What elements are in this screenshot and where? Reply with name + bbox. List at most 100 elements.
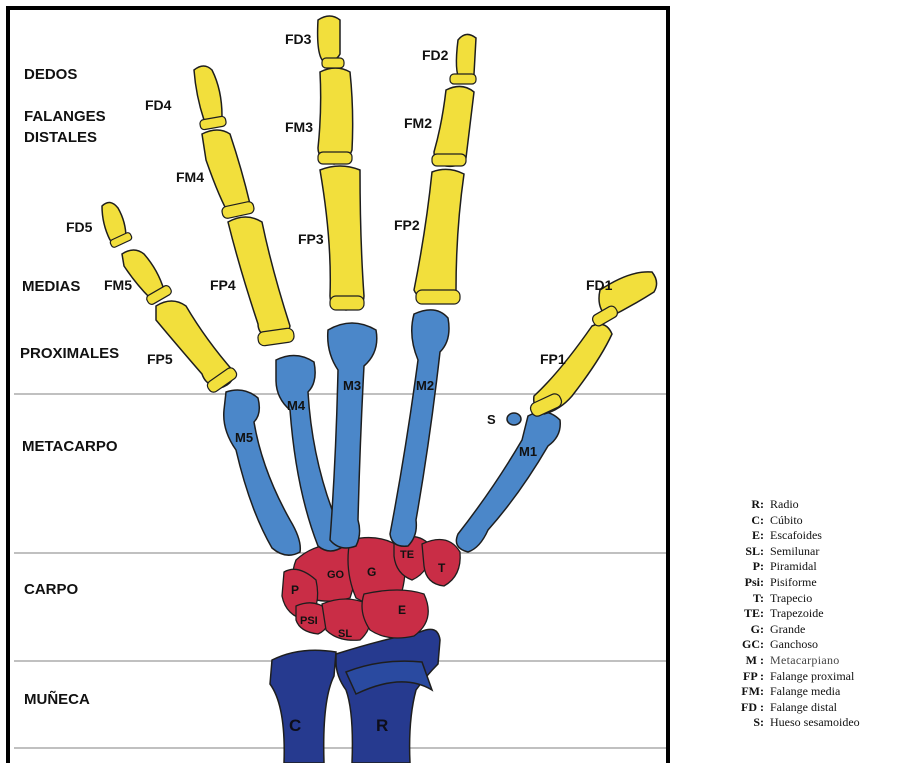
phalanx-middle-3 bbox=[318, 68, 353, 164]
joint-cap bbox=[322, 58, 344, 68]
legend-key: C: bbox=[708, 513, 770, 529]
label-fm5: FM5 bbox=[104, 277, 132, 293]
legend-row: E:Escafoides bbox=[708, 528, 898, 544]
label-e: E bbox=[398, 603, 406, 617]
legend-key: TE: bbox=[708, 606, 770, 622]
legend-value: Escafoides bbox=[770, 528, 822, 544]
label-fd5: FD5 bbox=[66, 219, 93, 235]
phalanx-proximal-2 bbox=[414, 169, 464, 302]
legend-value: Falange proximal bbox=[770, 669, 854, 685]
legend-row: T:Trapecio bbox=[708, 591, 898, 607]
label-te: TE bbox=[400, 549, 414, 561]
metacarpal-bones bbox=[224, 310, 561, 555]
legend-row: Psi:Pisiforme bbox=[708, 575, 898, 591]
legend-key: GC: bbox=[708, 637, 770, 653]
legend-row: C:Cúbito bbox=[708, 513, 898, 529]
label-fp4: FP4 bbox=[210, 277, 236, 293]
legend-row: FP :Falange proximal bbox=[708, 669, 898, 685]
label-fp1: FP1 bbox=[540, 351, 566, 367]
label-fd2: FD2 bbox=[422, 47, 449, 63]
legend-key: M : bbox=[708, 653, 770, 669]
label-m5: M5 bbox=[235, 430, 253, 445]
label-p: P bbox=[291, 583, 299, 597]
legend-key: G: bbox=[708, 622, 770, 638]
metacarpal-5 bbox=[224, 390, 301, 555]
metacarpal-3 bbox=[328, 323, 377, 548]
label-m1: M1 bbox=[519, 444, 537, 459]
joint-cap bbox=[450, 74, 476, 84]
joint-cap bbox=[416, 290, 460, 304]
row-label-falanges: FALANGES bbox=[24, 107, 106, 127]
legend-value: Cúbito bbox=[770, 513, 803, 529]
label-psi: PSI bbox=[300, 615, 318, 627]
row-label-medias: MEDIAS bbox=[22, 277, 80, 297]
legend-value: Pisiforme bbox=[770, 575, 817, 591]
legend-row: R:Radio bbox=[708, 497, 898, 513]
legend-key: T: bbox=[708, 591, 770, 607]
legend-row: G:Grande bbox=[708, 622, 898, 638]
metacarpal-1 bbox=[456, 412, 560, 552]
legend-row: FD :Falange distal bbox=[708, 700, 898, 716]
legend-row: M :Metacarpiano bbox=[708, 653, 898, 669]
label-fd1: FD1 bbox=[586, 277, 613, 293]
phalanx-bones bbox=[102, 16, 657, 414]
label-s: S bbox=[487, 412, 496, 427]
phalanx-proximal-3 bbox=[320, 166, 364, 310]
legend-value: Falange media bbox=[770, 684, 840, 700]
label-t: T bbox=[438, 561, 446, 575]
label-m2: M2 bbox=[416, 378, 434, 393]
legend-key: FD : bbox=[708, 700, 770, 716]
row-label-proximales: PROXIMALES bbox=[20, 344, 119, 364]
legend-value: Metacarpiano bbox=[770, 653, 840, 669]
label-fp5: FP5 bbox=[147, 351, 173, 367]
legend-row: TE:Trapezoide bbox=[708, 606, 898, 622]
legend-row: SL:Semilunar bbox=[708, 544, 898, 560]
legend-key: SL: bbox=[708, 544, 770, 560]
legend-value: Semilunar bbox=[770, 544, 819, 560]
legend-value: Grande bbox=[770, 622, 805, 638]
legend-value: Ganchoso bbox=[770, 637, 818, 653]
label-fp2: FP2 bbox=[394, 217, 420, 233]
row-label-metacarpo: METACARPO bbox=[22, 437, 118, 457]
legend-key: S: bbox=[708, 715, 770, 731]
row-label-distales: DISTALES bbox=[24, 128, 97, 148]
row-label-dedos: DEDOS bbox=[24, 65, 77, 85]
wrist-bones bbox=[270, 629, 440, 763]
label-fm4: FM4 bbox=[176, 169, 204, 185]
phalanx-proximal-4 bbox=[228, 217, 290, 340]
phalanx-distal-4 bbox=[194, 66, 222, 121]
carpal-scaphoid bbox=[362, 590, 428, 638]
legend-value: Falange distal bbox=[770, 700, 837, 716]
label-m3: M3 bbox=[343, 378, 361, 393]
label-go: GO bbox=[327, 569, 345, 581]
phalanx-distal-2 bbox=[456, 34, 476, 80]
label-r: R bbox=[376, 716, 388, 735]
label-fd3: FD3 bbox=[285, 31, 312, 47]
legend-key: Psi: bbox=[708, 575, 770, 591]
legend-value: Trapezoide bbox=[770, 606, 824, 622]
legend-row: GC:Ganchoso bbox=[708, 637, 898, 653]
label-g: G bbox=[367, 565, 376, 579]
legend-row: S:Hueso sesamoideo bbox=[708, 715, 898, 731]
legend-key: P: bbox=[708, 559, 770, 575]
label-m4: M4 bbox=[287, 398, 306, 413]
radius-bone bbox=[336, 629, 440, 763]
joint-cap bbox=[318, 152, 352, 164]
legend-value: Trapecio bbox=[770, 591, 812, 607]
legend-key: E: bbox=[708, 528, 770, 544]
sesamoid-bone bbox=[507, 413, 521, 425]
metacarpal-2 bbox=[390, 310, 449, 546]
joint-cap bbox=[330, 296, 364, 310]
legend-row: FM:Falange media bbox=[708, 684, 898, 700]
ulna-bone bbox=[270, 650, 336, 763]
label-fd4: FD4 bbox=[145, 97, 172, 113]
abbreviation-legend: R:Radio C:Cúbito E:Escafoides SL:Semilun… bbox=[708, 497, 898, 731]
legend-key: R: bbox=[708, 497, 770, 513]
legend-row: P:Piramidal bbox=[708, 559, 898, 575]
joint-cap bbox=[432, 154, 466, 166]
row-label-muneca: MUÑECA bbox=[24, 690, 90, 710]
label-fp3: FP3 bbox=[298, 231, 324, 247]
label-c: C bbox=[289, 716, 301, 735]
label-sl: SL bbox=[338, 628, 352, 640]
